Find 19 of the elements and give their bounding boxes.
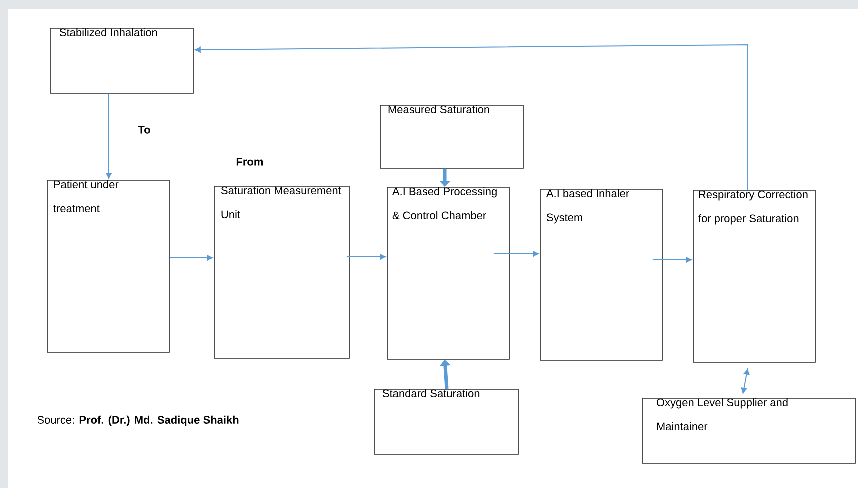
- arrow: [741, 368, 750, 394]
- process-box: Respiratory Correction for proper Saturation: [693, 190, 816, 363]
- source-note: Source: Prof. (Dr.) Md. Sadique Shaikh: [38, 416, 239, 426]
- arrow: [195, 44, 748, 190]
- arrow: [169, 255, 213, 261]
- process-box: Oxygen Level Supplier and Maintainer: [642, 398, 856, 464]
- arrow: [493, 251, 539, 257]
- process-box: Stabilized Inhalation: [50, 28, 194, 94]
- process-box: Saturation Measurement Unit: [214, 186, 350, 359]
- process-box: Standard Saturation: [374, 389, 519, 455]
- arrow: [346, 254, 386, 260]
- process-box: A.I based Inhaler System: [540, 189, 663, 361]
- process-box: A.I Based Processing & Control Chamber: [387, 187, 510, 360]
- arrow: [652, 257, 692, 263]
- heading-label: From: [236, 158, 264, 166]
- arrow: [106, 93, 112, 179]
- process-box: Patient under treatment: [47, 180, 170, 353]
- edge-label: To: [137, 125, 152, 135]
- process-box: Measured Saturation: [380, 105, 524, 169]
